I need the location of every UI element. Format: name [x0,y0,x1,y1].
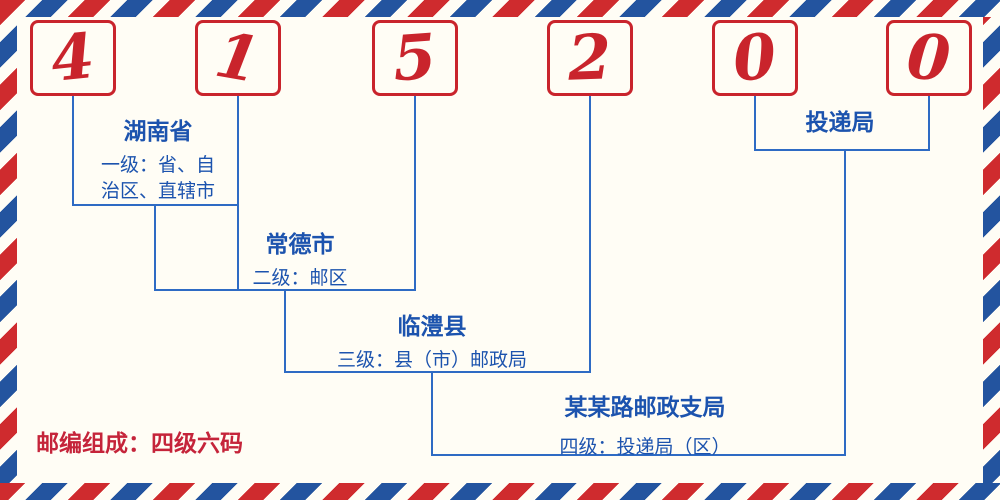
airmail-border-right [983,0,1000,500]
level3-label: 临澧县 三级：县（市）邮政局 [337,307,527,374]
level3-desc: 三级：县（市）邮政局 [336,350,528,371]
level1-label: 湖南省 一级：省、自 治区、直辖市 [101,112,215,204]
level2-desc: 二级：邮区 [252,268,348,289]
airmail-border-top [0,0,1000,17]
level4-desc: 四级：投递局（区） [559,437,731,458]
digit-value-3: 5 [390,19,440,96]
delivery-office-name: 投递局 [805,109,875,135]
digit-box-4: 2 [547,20,633,96]
digit-box-3: 5 [372,20,458,96]
level1-name: 湖南省 [123,118,193,144]
digit-value-2: 1 [210,17,266,98]
level1-desc-line2: 治区、直辖市 [100,180,216,202]
level2-label: 常德市 二级：邮区 [252,225,347,292]
level1-desc: 一级：省、自 治区、直辖市 [101,153,215,204]
digit-value-5: 0 [729,18,781,97]
airmail-border-left [0,0,17,500]
level3-name: 临澧县 [397,313,467,339]
digit-box-1: 4 [30,18,116,97]
level4-name: 某某路邮政支局 [564,394,726,420]
digit-box-6: 0 [886,20,972,96]
level4-label: 某某路邮政支局 四级：投递局（区） [559,388,730,461]
digit-value-4: 2 [567,20,613,95]
digit-value-6: 0 [904,19,954,96]
level1-desc-line1: 一级：省、自 [100,155,216,176]
digit-value-1: 4 [47,18,99,97]
digit-box-2: 1 [195,17,281,98]
composition-note: 邮编组成：四级六码 [36,430,243,456]
delivery-office-label: 投递局 [806,103,875,137]
level2-name: 常德市 [265,231,335,257]
airmail-border-bottom [0,483,1000,500]
digit-box-5: 0 [712,18,798,97]
